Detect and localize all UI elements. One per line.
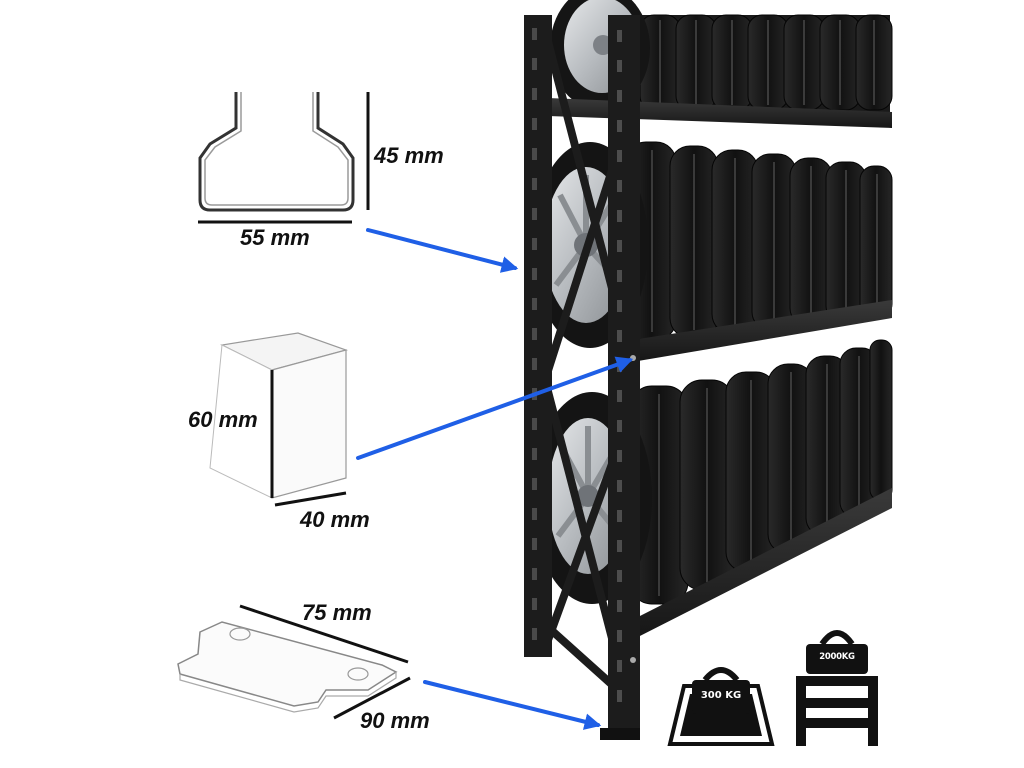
- beam-height-label: 45 mm: [374, 143, 444, 168]
- total-load-value: 2000KG: [819, 652, 855, 662]
- shelf-beam-middle: [632, 300, 892, 362]
- beam-width-label: 55 mm: [240, 225, 310, 250]
- total-load-icon: [796, 630, 878, 746]
- plate-width-dimension-line: [333, 676, 411, 720]
- tire-row-top: [550, 0, 893, 113]
- arrow-to-base-plate: [423, 680, 602, 730]
- callout-arrows: [356, 228, 634, 730]
- bolt-hole: [347, 667, 369, 681]
- upright-depth-dimension-line: [274, 491, 347, 507]
- upright-section-diagram: [209, 332, 349, 507]
- shelf-beam-bottom: [632, 488, 892, 640]
- plate-length-label: 75 mm: [302, 600, 372, 625]
- tire-rack: [524, 0, 893, 740]
- base-plate-diagram: [177, 604, 411, 720]
- plate-length-dimension-line: [239, 604, 409, 664]
- tire-row-bottom: [532, 339, 893, 605]
- frame-upright-front: [608, 15, 640, 740]
- shelf-load-value: 300 KG: [700, 690, 742, 701]
- shelf-load-icon: [667, 667, 775, 746]
- upright-height-label: 60 mm: [188, 407, 258, 432]
- foot-plate: [600, 728, 640, 740]
- arrow-to-beam: [366, 228, 519, 273]
- frame-upright-back: [524, 15, 552, 657]
- arrow-to-upright: [356, 356, 634, 460]
- plate-width-label: 90 mm: [360, 708, 430, 733]
- upright-depth-label: 40 mm: [300, 507, 370, 532]
- beam-profile-diagram: [198, 92, 370, 224]
- bolt-hole: [229, 627, 251, 641]
